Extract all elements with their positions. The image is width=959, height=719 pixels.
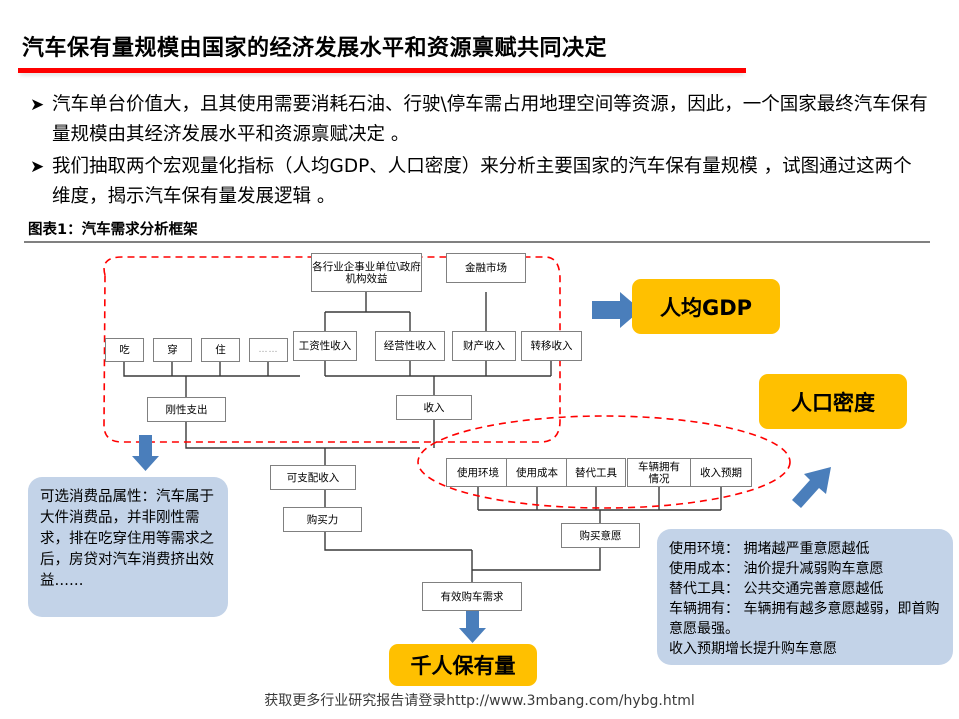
node-income-expectation: 收入预期 bbox=[690, 458, 752, 487]
bullet-marker-icon: ➤ bbox=[30, 157, 45, 177]
bullet-text: 我们抽取两个宏观量化指标（人均GDP、人口密度）来分析主要国家的汽车保有量规模 … bbox=[52, 156, 912, 207]
title-underline bbox=[18, 68, 746, 73]
figure-title: 图表1：汽车需求分析框架 bbox=[28, 222, 198, 238]
dashed-group-income bbox=[103, 256, 561, 443]
node-effective-demand: 有效购车需求 bbox=[422, 582, 522, 611]
node-live: 住 bbox=[201, 338, 240, 362]
node-purchasing-power: 购买力 bbox=[283, 507, 362, 532]
node-substitute-tool: 替代工具 bbox=[566, 458, 626, 487]
bullet-item: ➤ 汽车单台价值大，且其使用需要消耗石油、行驶\停车需占用地理空间等资源，因此，… bbox=[30, 90, 930, 150]
node-eat: 吃 bbox=[105, 338, 144, 362]
node-operating-income: 经营性收入 bbox=[375, 331, 445, 361]
bullet-list: ➤ 汽车单台价值大，且其使用需要消耗石油、行驶\停车需占用地理空间等资源，因此，… bbox=[30, 90, 930, 214]
node-wage-income: 工资性收入 bbox=[293, 331, 357, 361]
node-etc: …… bbox=[249, 338, 288, 362]
note-usage-factors: 使用环境： 拥堵越严重意愿越低 使用成本： 油价提升减弱购车意愿 替代工具： 公… bbox=[657, 529, 953, 665]
dashed-group-usage bbox=[417, 415, 791, 509]
node-vehicle-ownership: 车辆拥有 情况 bbox=[627, 458, 691, 487]
note-optional-consumption: 可选消费品属性：汽车属于大件消费品，并非刚性需求，排在吃穿住用等需求之后，房贷对… bbox=[28, 477, 228, 617]
node-enterprise-benefit: 各行业企事业单位\政府机构效益 bbox=[311, 253, 422, 292]
diagram-canvas: 吃 穿 住 …… 刚性支出 各行业企事业单位\政府机构效益 金融市场 工资性收入… bbox=[0, 245, 959, 686]
highlight-gdp-per-capita: 人均GDP bbox=[632, 279, 780, 334]
arrow-down-ownership-icon bbox=[459, 611, 486, 643]
node-financial-market: 金融市场 bbox=[446, 253, 526, 283]
footer-link[interactable]: 获取更多行业研究报告请登录http://www.3mbang.com/hybg.… bbox=[264, 693, 695, 709]
bullet-item: ➤ 我们抽取两个宏观量化指标（人均GDP、人口密度）来分析主要国家的汽车保有量规… bbox=[30, 152, 930, 212]
arrow-to-gdp-icon bbox=[592, 292, 641, 328]
highlight-ownership-per-thousand: 千人保有量 bbox=[389, 644, 537, 686]
node-wear: 穿 bbox=[153, 338, 192, 362]
node-income: 收入 bbox=[396, 395, 472, 420]
node-property-income: 财产收入 bbox=[452, 331, 516, 361]
page-title: 汽车保有量规模由国家的经济发展水平和资源禀赋共同决定 bbox=[22, 36, 608, 61]
arrow-down-left-icon bbox=[132, 435, 159, 471]
highlight-population-density: 人口密度 bbox=[759, 374, 907, 429]
node-use-cost: 使用成本 bbox=[506, 458, 568, 487]
bullet-marker-icon: ➤ bbox=[30, 95, 45, 115]
node-disposable-income: 可支配收入 bbox=[270, 465, 356, 490]
node-rigid-expense: 刚性支出 bbox=[147, 397, 226, 422]
node-use-environment: 使用环境 bbox=[446, 458, 510, 487]
node-purchase-intention: 购买意愿 bbox=[561, 523, 640, 548]
bullet-text: 汽车单台价值大，且其使用需要消耗石油、行驶\停车需占用地理空间等资源，因此，一个… bbox=[52, 94, 928, 145]
diagram-connectors bbox=[103, 256, 831, 643]
arrow-to-density-icon bbox=[792, 467, 831, 508]
figure-divider bbox=[24, 241, 930, 243]
node-transfer-income: 转移收入 bbox=[521, 331, 582, 361]
